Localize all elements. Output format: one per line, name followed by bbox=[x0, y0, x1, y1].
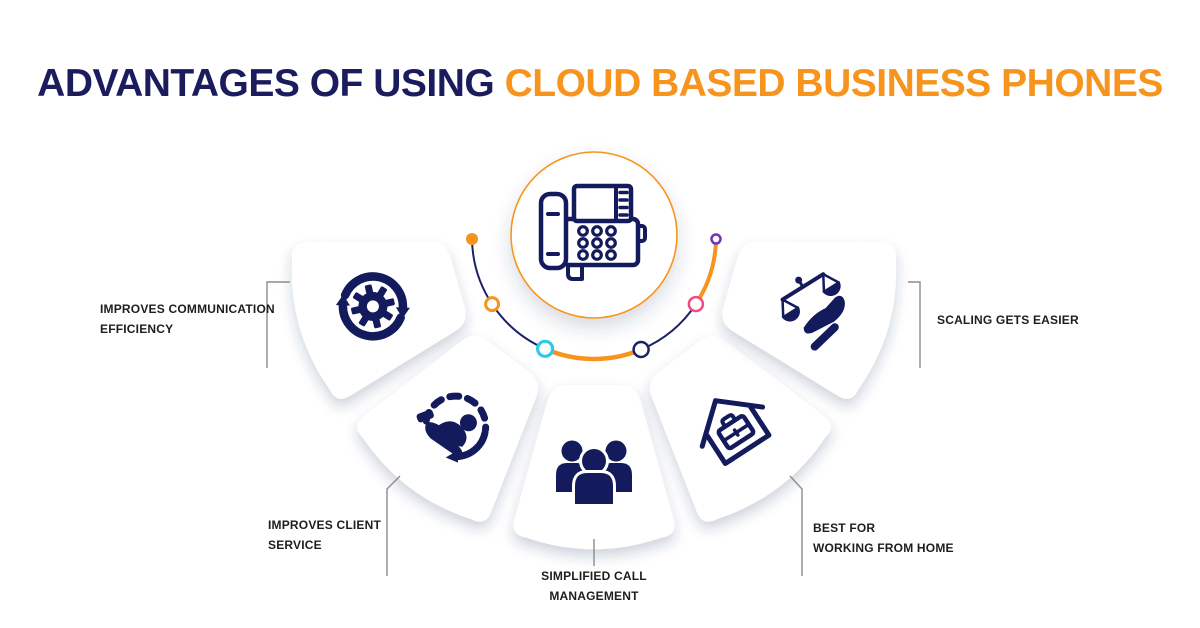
arc-segment-orange-right bbox=[693, 237, 718, 307]
label-home: BEST FOR WORKING FROM HOME bbox=[813, 521, 954, 555]
connector-home bbox=[789, 475, 803, 576]
gear-sync-icon bbox=[335, 272, 410, 341]
label-scaling: SCALING GETS EASIER bbox=[937, 313, 1079, 327]
scales-hand-icon bbox=[780, 272, 845, 351]
people-group-icon bbox=[556, 440, 632, 507]
connector-scaling bbox=[908, 281, 921, 368]
title-prefix: ADVANTAGES OF USING bbox=[37, 62, 505, 105]
phone-keypad bbox=[577, 225, 617, 261]
label-client: IMPROVES CLIENT SERVICE bbox=[268, 518, 382, 552]
arc-segment-navy-right bbox=[640, 303, 697, 351]
label-communication: IMPROVES COMMUNICATION EFFICIENCY bbox=[100, 302, 275, 336]
arc-dot-pink-ring bbox=[687, 295, 705, 313]
arc-segment-orange-bottom bbox=[542, 346, 644, 362]
connector-client bbox=[386, 475, 401, 576]
label-call: SIMPLIFIED CALL MANAGEMENT bbox=[541, 569, 647, 603]
home-office-icon bbox=[699, 398, 772, 466]
arc-dot-orange-ring bbox=[484, 296, 501, 313]
arc-dot-orange-filled bbox=[466, 233, 478, 245]
arc-dot-cyan-ring bbox=[535, 339, 555, 358]
progress-arc bbox=[466, 233, 722, 362]
title-highlight: CLOUD BASED BUSINESS PHONES bbox=[504, 62, 1164, 105]
desk-phone-icon bbox=[538, 183, 647, 281]
arc-dot-navy-ring bbox=[632, 340, 650, 359]
connector-communication bbox=[266, 281, 290, 368]
hand-client-icon bbox=[416, 392, 490, 463]
arc-dot-purple-ring bbox=[710, 233, 722, 245]
page-title: ADVANTAGES OF USING CLOUD BASED BUSINESS… bbox=[0, 62, 1200, 105]
petal-scaling bbox=[722, 241, 897, 399]
